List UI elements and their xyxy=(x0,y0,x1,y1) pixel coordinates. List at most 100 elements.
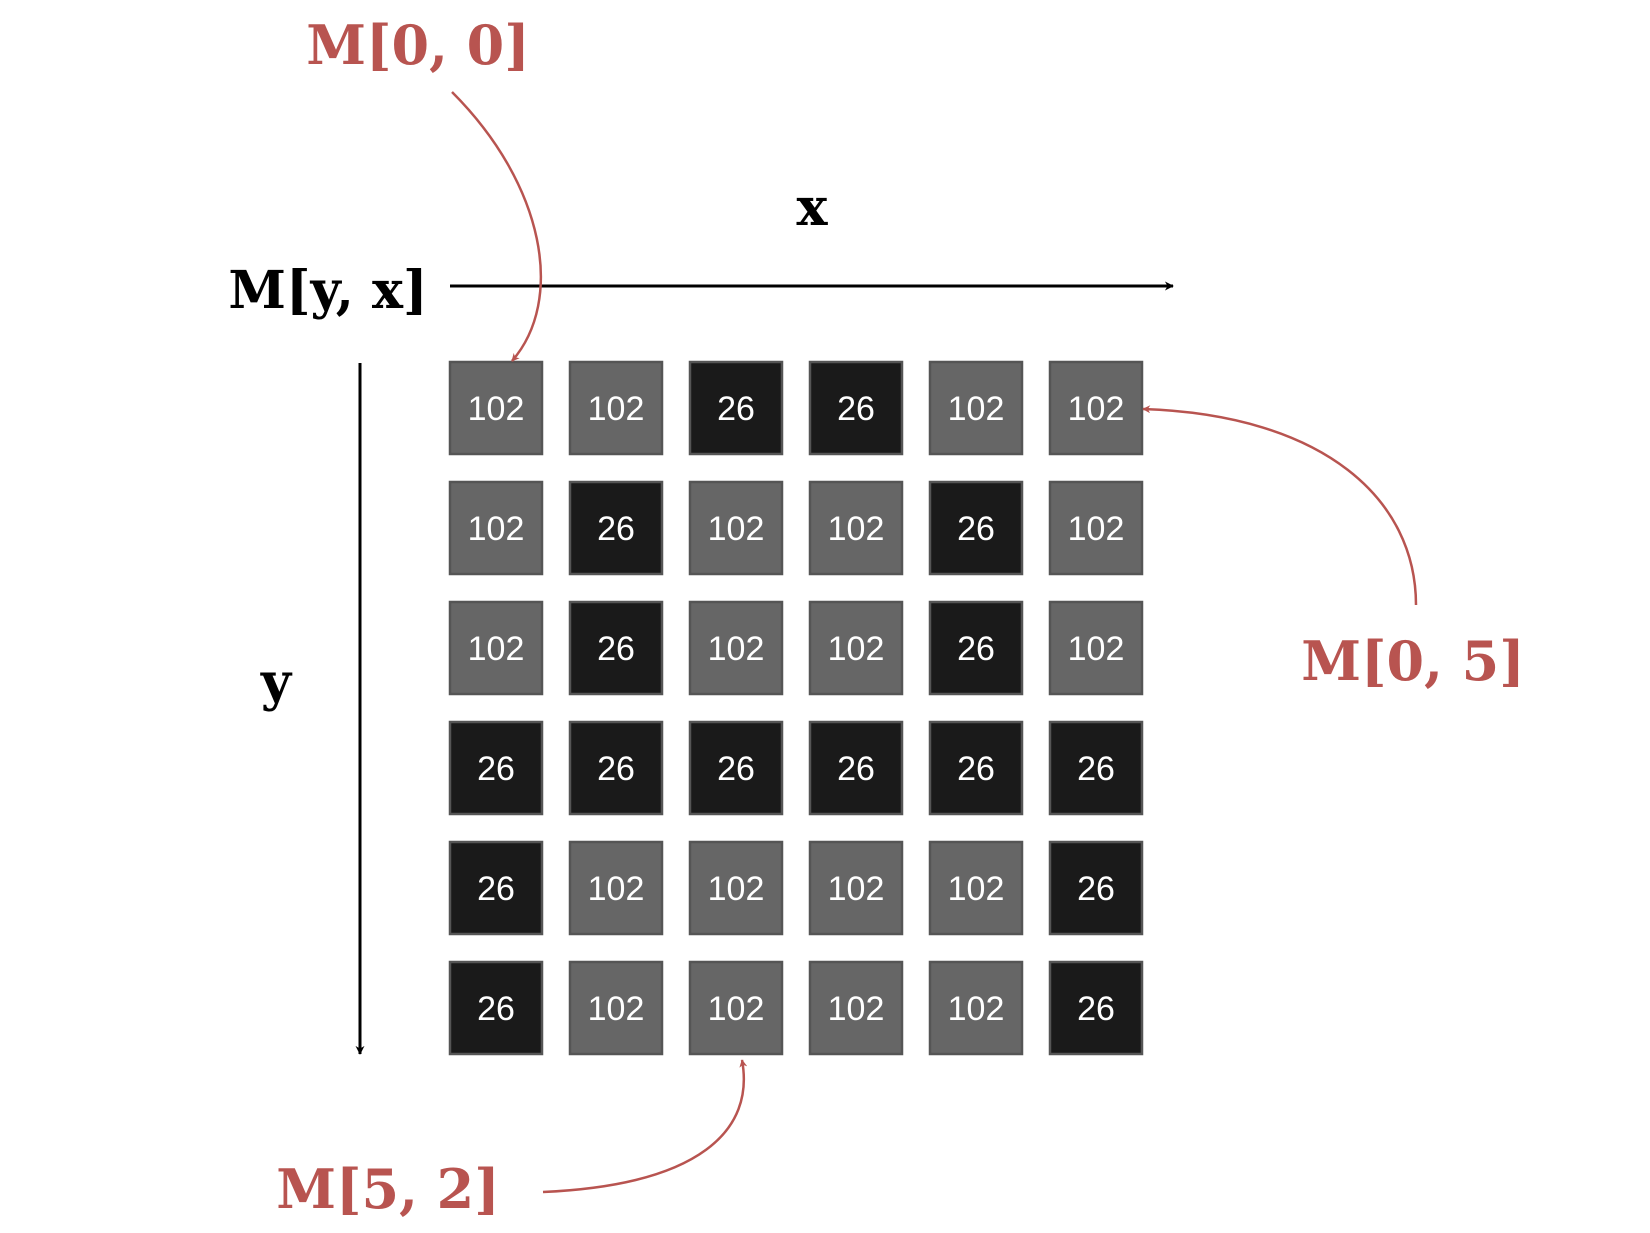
matrix-cell-0-4: 102 xyxy=(928,360,1024,456)
matrix-cell-value: 102 xyxy=(468,390,525,428)
matrix-cell-box xyxy=(808,600,904,696)
matrix-cell-value: 102 xyxy=(828,510,885,548)
matrix-cell-value: 102 xyxy=(1068,390,1125,428)
matrix-cell-box xyxy=(568,360,664,456)
matrix-cell-value: 26 xyxy=(597,510,635,548)
matrix-cell-box xyxy=(808,840,904,936)
matrix-cell-box xyxy=(1048,960,1144,1056)
matrix-cell-box xyxy=(808,360,904,456)
matrix-cell-box xyxy=(688,720,784,816)
matrix-cell-box xyxy=(448,720,544,816)
annotation-label-m05: M[0, 5] xyxy=(1301,629,1525,693)
matrix-cell-value: 26 xyxy=(477,750,515,788)
matrix-cell-0-2: 26 xyxy=(688,360,784,456)
matrix-cell-5-4: 102 xyxy=(928,960,1024,1056)
matrix-cell-value: 102 xyxy=(588,390,645,428)
matrix-cell-value: 102 xyxy=(708,990,765,1028)
matrix-cell-box xyxy=(808,960,904,1056)
matrix-cell-1-0: 102 xyxy=(448,480,544,576)
matrix-cell-value: 102 xyxy=(708,870,765,908)
matrix-label: M[y, x] xyxy=(228,260,427,321)
matrix-cell-value: 26 xyxy=(597,630,635,668)
matrix-cell-value: 102 xyxy=(828,870,885,908)
matrix-cell-5-2: 102 xyxy=(688,960,784,1056)
matrix-cell-box xyxy=(448,600,544,696)
matrix-cell-box xyxy=(1048,600,1144,696)
matrix-cell-box xyxy=(928,720,1024,816)
matrix-cell-value: 102 xyxy=(948,870,1005,908)
matrix-cell-value: 26 xyxy=(717,390,755,428)
matrix-cell-value: 102 xyxy=(828,990,885,1028)
matrix-cell-value: 26 xyxy=(477,870,515,908)
matrix-cell-2-0: 102 xyxy=(448,600,544,696)
matrix-cell-3-2: 26 xyxy=(688,720,784,816)
matrix-cell-box xyxy=(1048,720,1144,816)
matrix-cell-box xyxy=(448,480,544,576)
matrix-cell-box xyxy=(928,600,1024,696)
matrix-cell-value: 102 xyxy=(948,990,1005,1028)
matrix-cell-2-4: 26 xyxy=(928,600,1024,696)
matrix-cell-0-0: 102 xyxy=(448,360,544,456)
matrix-cell-box xyxy=(808,720,904,816)
annotation-arrow-m00 xyxy=(451,91,543,362)
matrix-cell-box xyxy=(688,480,784,576)
matrix-cell-0-5: 102 xyxy=(1048,360,1144,456)
matrix-cell-value: 26 xyxy=(957,750,995,788)
matrix-cell-box xyxy=(448,360,544,456)
matrix-cell-2-2: 102 xyxy=(688,600,784,696)
matrix-cell-1-5: 102 xyxy=(1048,480,1144,576)
matrix-cell-box xyxy=(568,480,664,576)
matrix-cell-0-3: 26 xyxy=(808,360,904,456)
annotation-arrow-m05 xyxy=(1142,405,1418,606)
matrix-cell-value: 102 xyxy=(468,510,525,548)
matrix-cell-value: 26 xyxy=(717,750,755,788)
matrix-cell-box xyxy=(688,600,784,696)
matrix-cell-5-3: 102 xyxy=(808,960,904,1056)
matrix-cell-value: 26 xyxy=(837,750,875,788)
y-axis-label: y xyxy=(260,652,293,713)
matrix-cell-3-0: 26 xyxy=(448,720,544,816)
matrix-cell-box xyxy=(448,840,544,936)
matrix-cell-box xyxy=(568,840,664,936)
matrix-cell-1-3: 102 xyxy=(808,480,904,576)
matrix-cell-4-2: 102 xyxy=(688,840,784,936)
matrix-cell-1-4: 26 xyxy=(928,480,1024,576)
matrix-cell-value: 102 xyxy=(468,630,525,668)
matrix-cell-4-4: 102 xyxy=(928,840,1024,936)
matrix-cell-value: 26 xyxy=(957,510,995,548)
matrix-cell-value: 102 xyxy=(828,630,885,668)
matrix-cell-value: 26 xyxy=(477,990,515,1028)
matrix-cell-value: 102 xyxy=(708,510,765,548)
matrix-cell-box xyxy=(688,840,784,936)
matrix-cell-2-5: 102 xyxy=(1048,600,1144,696)
matrix-cell-value: 102 xyxy=(588,870,645,908)
matrix-cell-value: 102 xyxy=(1068,510,1125,548)
matrix-cell-value: 26 xyxy=(597,750,635,788)
x-axis-label: x xyxy=(796,177,828,238)
matrix-cell-value: 26 xyxy=(957,630,995,668)
matrix-cell-box xyxy=(1048,840,1144,936)
matrix-cell-4-3: 102 xyxy=(808,840,904,936)
annotation-arrow-m52 xyxy=(542,1059,748,1194)
matrix-cell-value: 102 xyxy=(948,390,1005,428)
matrix-cell-box xyxy=(568,720,664,816)
matrix-cell-box xyxy=(928,480,1024,576)
matrix-cell-3-4: 26 xyxy=(928,720,1024,816)
matrix-cell-value: 26 xyxy=(837,390,875,428)
annotation-label-m52: M[5, 2] xyxy=(276,1157,500,1221)
annotation-label-m00: M[0, 0] xyxy=(306,13,530,77)
matrix-cell-value: 26 xyxy=(1077,990,1115,1028)
matrix-cell-box xyxy=(928,360,1024,456)
matrix-cell-box xyxy=(688,360,784,456)
matrix-cell-4-1: 102 xyxy=(568,840,664,936)
matrix-cell-0-1: 102 xyxy=(568,360,664,456)
matrix-cell-box xyxy=(1048,480,1144,576)
matrix-cell-value: 102 xyxy=(588,990,645,1028)
matrix-cell-box xyxy=(928,960,1024,1056)
matrix-cell-5-5: 26 xyxy=(1048,960,1144,1056)
matrix-cell-4-0: 26 xyxy=(448,840,544,936)
matrix-cell-5-1: 102 xyxy=(568,960,664,1056)
matrix-cell-3-3: 26 xyxy=(808,720,904,816)
matrix-cell-5-0: 26 xyxy=(448,960,544,1056)
